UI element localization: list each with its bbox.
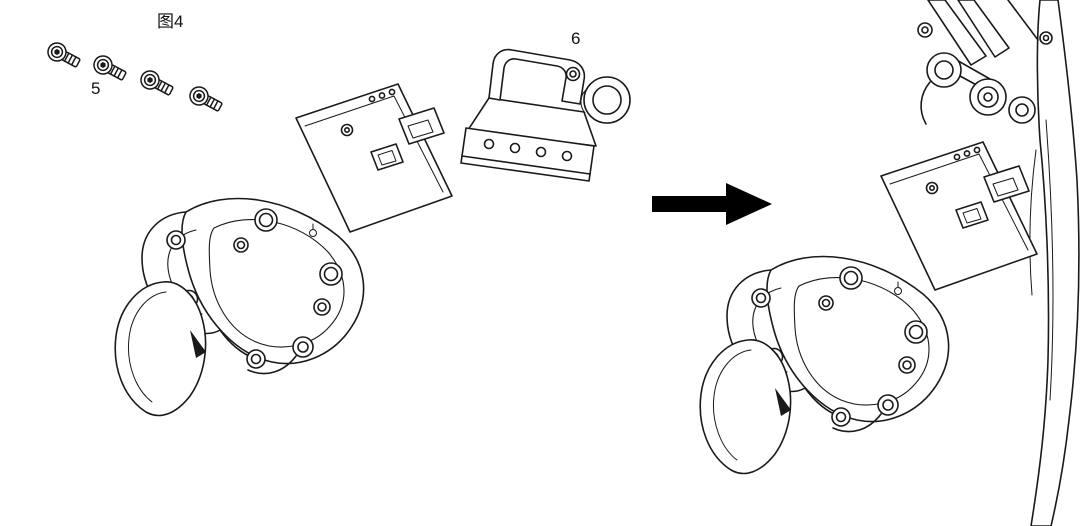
screws-illustration <box>44 39 226 116</box>
part-label-5: 5 <box>91 79 101 98</box>
gripper-before-illustration <box>114 83 453 417</box>
part-label-6: 6 <box>571 29 581 48</box>
robot-arm-illustration <box>917 0 1080 526</box>
figure-label: 图4 <box>157 12 184 31</box>
gripper-after-illustration <box>699 141 1038 475</box>
transform-arrow-icon <box>652 183 772 225</box>
bracket-part-illustration <box>460 48 631 182</box>
